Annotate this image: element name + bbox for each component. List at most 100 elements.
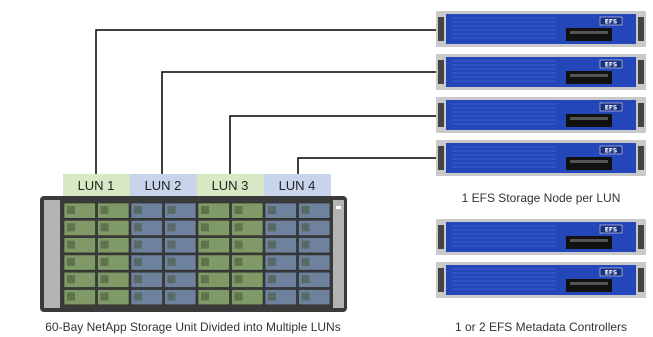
server-drive-slot [566,236,612,249]
drive-latch [268,275,276,284]
drive-latch [301,275,310,284]
server-drive-light [570,239,608,242]
drive-latch [134,257,142,266]
server-drive-light [570,117,608,120]
drive-latch [167,292,176,301]
lun1-band [63,174,130,196]
lun3-label: LUN 3 [212,178,249,193]
drive-latch [134,240,142,249]
server-handle [638,103,644,127]
drive-latch [201,257,209,266]
server-handle [638,225,644,249]
drive-latch [167,240,176,249]
efs-badge-box [599,16,623,26]
drive-latch [234,257,243,266]
server-handle [438,60,444,84]
drive-latch [268,223,276,232]
server-drive-slot [566,279,612,292]
efs-badge-box [599,102,623,112]
storage-left-ear [44,200,60,308]
connector-lun4 [297,157,445,174]
drive-latch [134,292,142,301]
drive-latch [234,292,243,301]
drive-latch [67,206,75,214]
server-handle [438,103,444,127]
drive-latch [301,257,310,266]
drive-latch [201,275,209,284]
efs-badge-text: EFS [605,270,618,277]
drive-latch [67,257,75,266]
storage-caption: 60-Bay NetApp Storage Unit Divided into … [45,320,340,334]
efs-badge-box [599,59,623,69]
efs-metadata-controller: EFS [436,262,646,298]
drive-latch [301,223,310,232]
netapp-storage-unit [40,196,347,312]
drive-latch [301,206,310,214]
lun2-label: LUN 2 [145,178,182,193]
server-drive-light [570,160,608,163]
efs-storage-node: EFS [436,11,646,47]
server-handle [638,17,644,41]
lun3-band [197,174,264,196]
drive-latch [234,223,243,232]
storage-status-light [336,206,341,209]
drive-latch [167,206,176,214]
connector-lines [95,29,445,174]
efs-storage-node: EFS [436,97,646,133]
nodes-caption: 1 EFS Storage Node per LUN [462,191,621,205]
lun4-label: LUN 4 [279,178,316,193]
drive-latch [100,292,109,301]
drive-latch [67,292,75,301]
drive-latch [167,223,176,232]
efs-badge-text: EFS [605,227,618,234]
server-drive-light [570,74,608,77]
drive-latch [67,275,75,284]
drive-latch [100,257,109,266]
drive-latch [234,206,243,214]
drive-latch [301,292,310,301]
drive-latch [100,275,109,284]
efs-metadata-controller-stack: EFS EFS [436,219,646,298]
server-drive-slot [566,28,612,41]
drive-latch [134,275,142,284]
efs-badge-box [599,145,623,155]
drive-latch [67,240,75,249]
drive-latch [100,206,109,214]
drive-latch [134,223,142,232]
storage-right-ear [333,200,344,308]
server-handle [438,146,444,170]
server-drive-slot [566,157,612,170]
efs-badge-box [599,267,623,277]
drive-latch [201,206,209,214]
controllers-caption: 1 or 2 EFS Metadata Controllers [455,320,627,334]
drive-latch [201,292,209,301]
server-drive-slot [566,114,612,127]
efs-badge-text: EFS [605,105,618,112]
server-drive-slot [566,71,612,84]
lun4-band [264,174,331,196]
drive-latch [268,292,276,301]
connector-lun2 [161,71,445,174]
drive-latch [67,223,75,232]
drive-latch [201,240,209,249]
lun1-label: LUN 1 [78,178,115,193]
efs-metadata-controller: EFS [436,219,646,255]
server-handle [438,17,444,41]
server-handle [638,60,644,84]
drive-latch [167,275,176,284]
server-handle [438,268,444,292]
efs-storage-node: EFS [436,54,646,90]
drive-latch [134,206,142,214]
drive-latch [301,240,310,249]
connector-lun1 [95,29,445,174]
drive-latch [268,206,276,214]
drive-latch [201,223,209,232]
drive-grid [63,202,331,306]
drive-latch [268,240,276,249]
drive-latch [234,275,243,284]
efs-storage-node-stack: EFS EFS EFS EFS [436,11,646,176]
drive-latch [100,240,109,249]
efs-badge-text: EFS [605,148,618,155]
server-handle [638,146,644,170]
